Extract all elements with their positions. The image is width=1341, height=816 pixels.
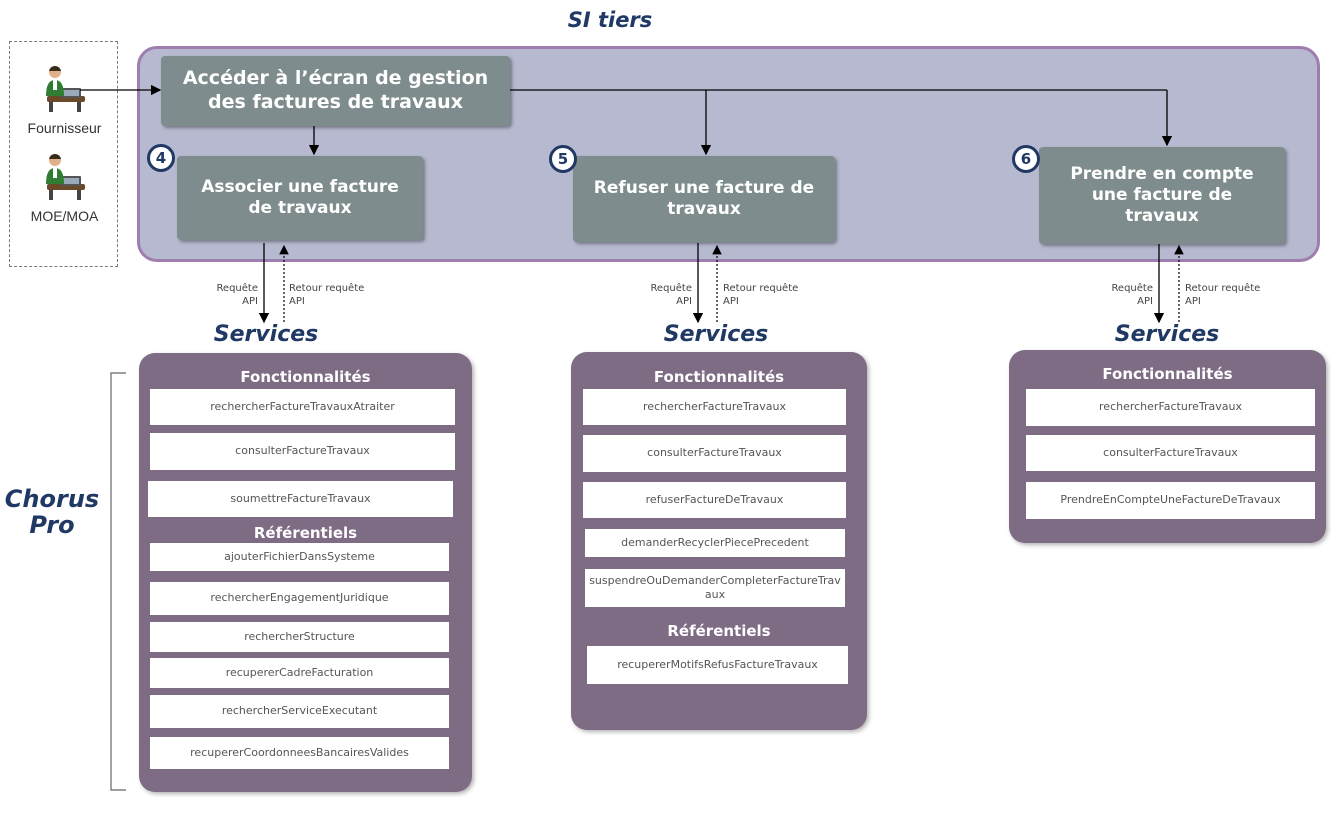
service-item: consulterFactureTravaux bbox=[150, 433, 455, 470]
api-return-l1: Retour requête bbox=[1185, 283, 1261, 294]
chorus-pro-line2: Pro bbox=[29, 511, 75, 540]
step-6-line3: travaux bbox=[1125, 206, 1199, 227]
referentiels-heading: Référentiels bbox=[667, 622, 771, 640]
api-request-l2: API bbox=[242, 295, 258, 307]
api-request-label: Requête API bbox=[1091, 283, 1153, 308]
api-return-label: Retour requête API bbox=[289, 283, 389, 308]
referentiels-heading: Référentiels bbox=[253, 524, 358, 542]
service-item: rechercherStructure bbox=[150, 622, 449, 652]
service-item: rechercherServiceExecutant bbox=[150, 695, 449, 728]
access-box-line2: des factures de travaux bbox=[208, 91, 463, 113]
api-return-label: Retour requête API bbox=[1185, 283, 1285, 308]
user-at-desk-icon bbox=[45, 153, 85, 200]
step-6-line1: Prendre en compte bbox=[1070, 163, 1254, 184]
api-request-label: Requête API bbox=[630, 283, 692, 308]
services-title: Services bbox=[663, 322, 769, 347]
actor-fournisseur: Fournisseur bbox=[10, 62, 119, 136]
services-title: Services bbox=[1114, 322, 1220, 347]
services-title: Services bbox=[213, 322, 319, 347]
api-request-l2: API bbox=[676, 295, 692, 307]
step-6-line2: une facture de bbox=[1091, 184, 1233, 205]
access-box-line1: Accéder à l’écran de gestion bbox=[182, 67, 489, 90]
service-item: rechercherEngagementJuridique bbox=[150, 582, 449, 615]
api-return-l2: API bbox=[289, 295, 305, 307]
service-item: PrendreEnCompteUneFactureDeTravaux bbox=[1026, 482, 1315, 519]
step-4-line2: de travaux bbox=[248, 198, 352, 218]
api-return-label: Retour requête API bbox=[723, 283, 823, 308]
fonctionnalites-heading: Fonctionnalités bbox=[240, 368, 371, 386]
step-associate-box: Associer une facture de travaux bbox=[177, 156, 423, 240]
step-4-line1: Associer une facture bbox=[201, 176, 399, 197]
service-item: consulterFactureTravaux bbox=[583, 435, 846, 472]
step-4-number: 4 bbox=[147, 144, 175, 172]
api-request-l1: Requête bbox=[1111, 283, 1153, 294]
fonctionnalites-heading: Fonctionnalités bbox=[1102, 365, 1233, 383]
api-request-l1: Requête bbox=[216, 283, 258, 294]
service-item: rechercherFactureTravauxAtraiter bbox=[150, 389, 455, 425]
step-5-line1: Refuser une facture de bbox=[593, 177, 815, 198]
api-return-l2: API bbox=[1185, 295, 1201, 307]
si-tiers-title: SI tiers bbox=[567, 8, 653, 32]
api-return-l1: Retour requête bbox=[723, 283, 799, 294]
api-request-l1: Requête bbox=[650, 283, 692, 294]
api-request-l2: API bbox=[1137, 295, 1153, 307]
step-6-number: 6 bbox=[1012, 145, 1040, 173]
service-item: ajouterFichierDansSysteme bbox=[150, 543, 449, 571]
actor-moe-moa: MOE/MOA bbox=[10, 150, 119, 224]
user-at-desk-icon bbox=[45, 65, 85, 112]
service-item: soumettreFactureTravaux bbox=[148, 481, 453, 517]
access-invoice-screen-box: Accéder à l’écran de gestion des facture… bbox=[161, 56, 510, 126]
chorus-pro-line1: Chorus bbox=[4, 485, 100, 513]
service-item: consulterFactureTravaux bbox=[1026, 435, 1315, 471]
service-item: refuserFactureDeTravaux bbox=[583, 482, 846, 518]
service-item: rechercherFactureTravaux bbox=[583, 389, 846, 425]
service-item: demanderRecyclerPiecePrecedent bbox=[585, 529, 845, 557]
service-item: recupererCadreFacturation bbox=[150, 658, 449, 688]
actor-fournisseur-label: Fournisseur bbox=[27, 120, 102, 136]
actors-box: Fournisseur MOE/MOA bbox=[9, 41, 118, 267]
step-take-into-account-box: Prendre en compte une facture de travaux bbox=[1039, 147, 1285, 244]
actor-moe-moa-label: MOE/MOA bbox=[30, 208, 99, 224]
service-item: rechercherFactureTravaux bbox=[1026, 389, 1315, 426]
api-request-label: Requête API bbox=[196, 283, 258, 308]
api-return-l1: Retour requête bbox=[289, 283, 365, 294]
service-item: recupererCoordonneesBancairesValides bbox=[150, 737, 449, 769]
service-item: recupererMotifsRefusFactureTravaux bbox=[587, 646, 848, 684]
step-5-number: 5 bbox=[549, 145, 577, 173]
service-item: suspendreOuDemanderCompleterFactureTrava… bbox=[585, 569, 845, 607]
api-return-l2: API bbox=[723, 295, 739, 307]
fonctionnalites-heading: Fonctionnalités bbox=[653, 368, 785, 386]
step-refuse-box: Refuser une facture de travaux bbox=[573, 156, 835, 242]
chorus-pro-label: Chorus Pro bbox=[2, 486, 102, 539]
step-5-line2: travaux bbox=[667, 199, 741, 219]
